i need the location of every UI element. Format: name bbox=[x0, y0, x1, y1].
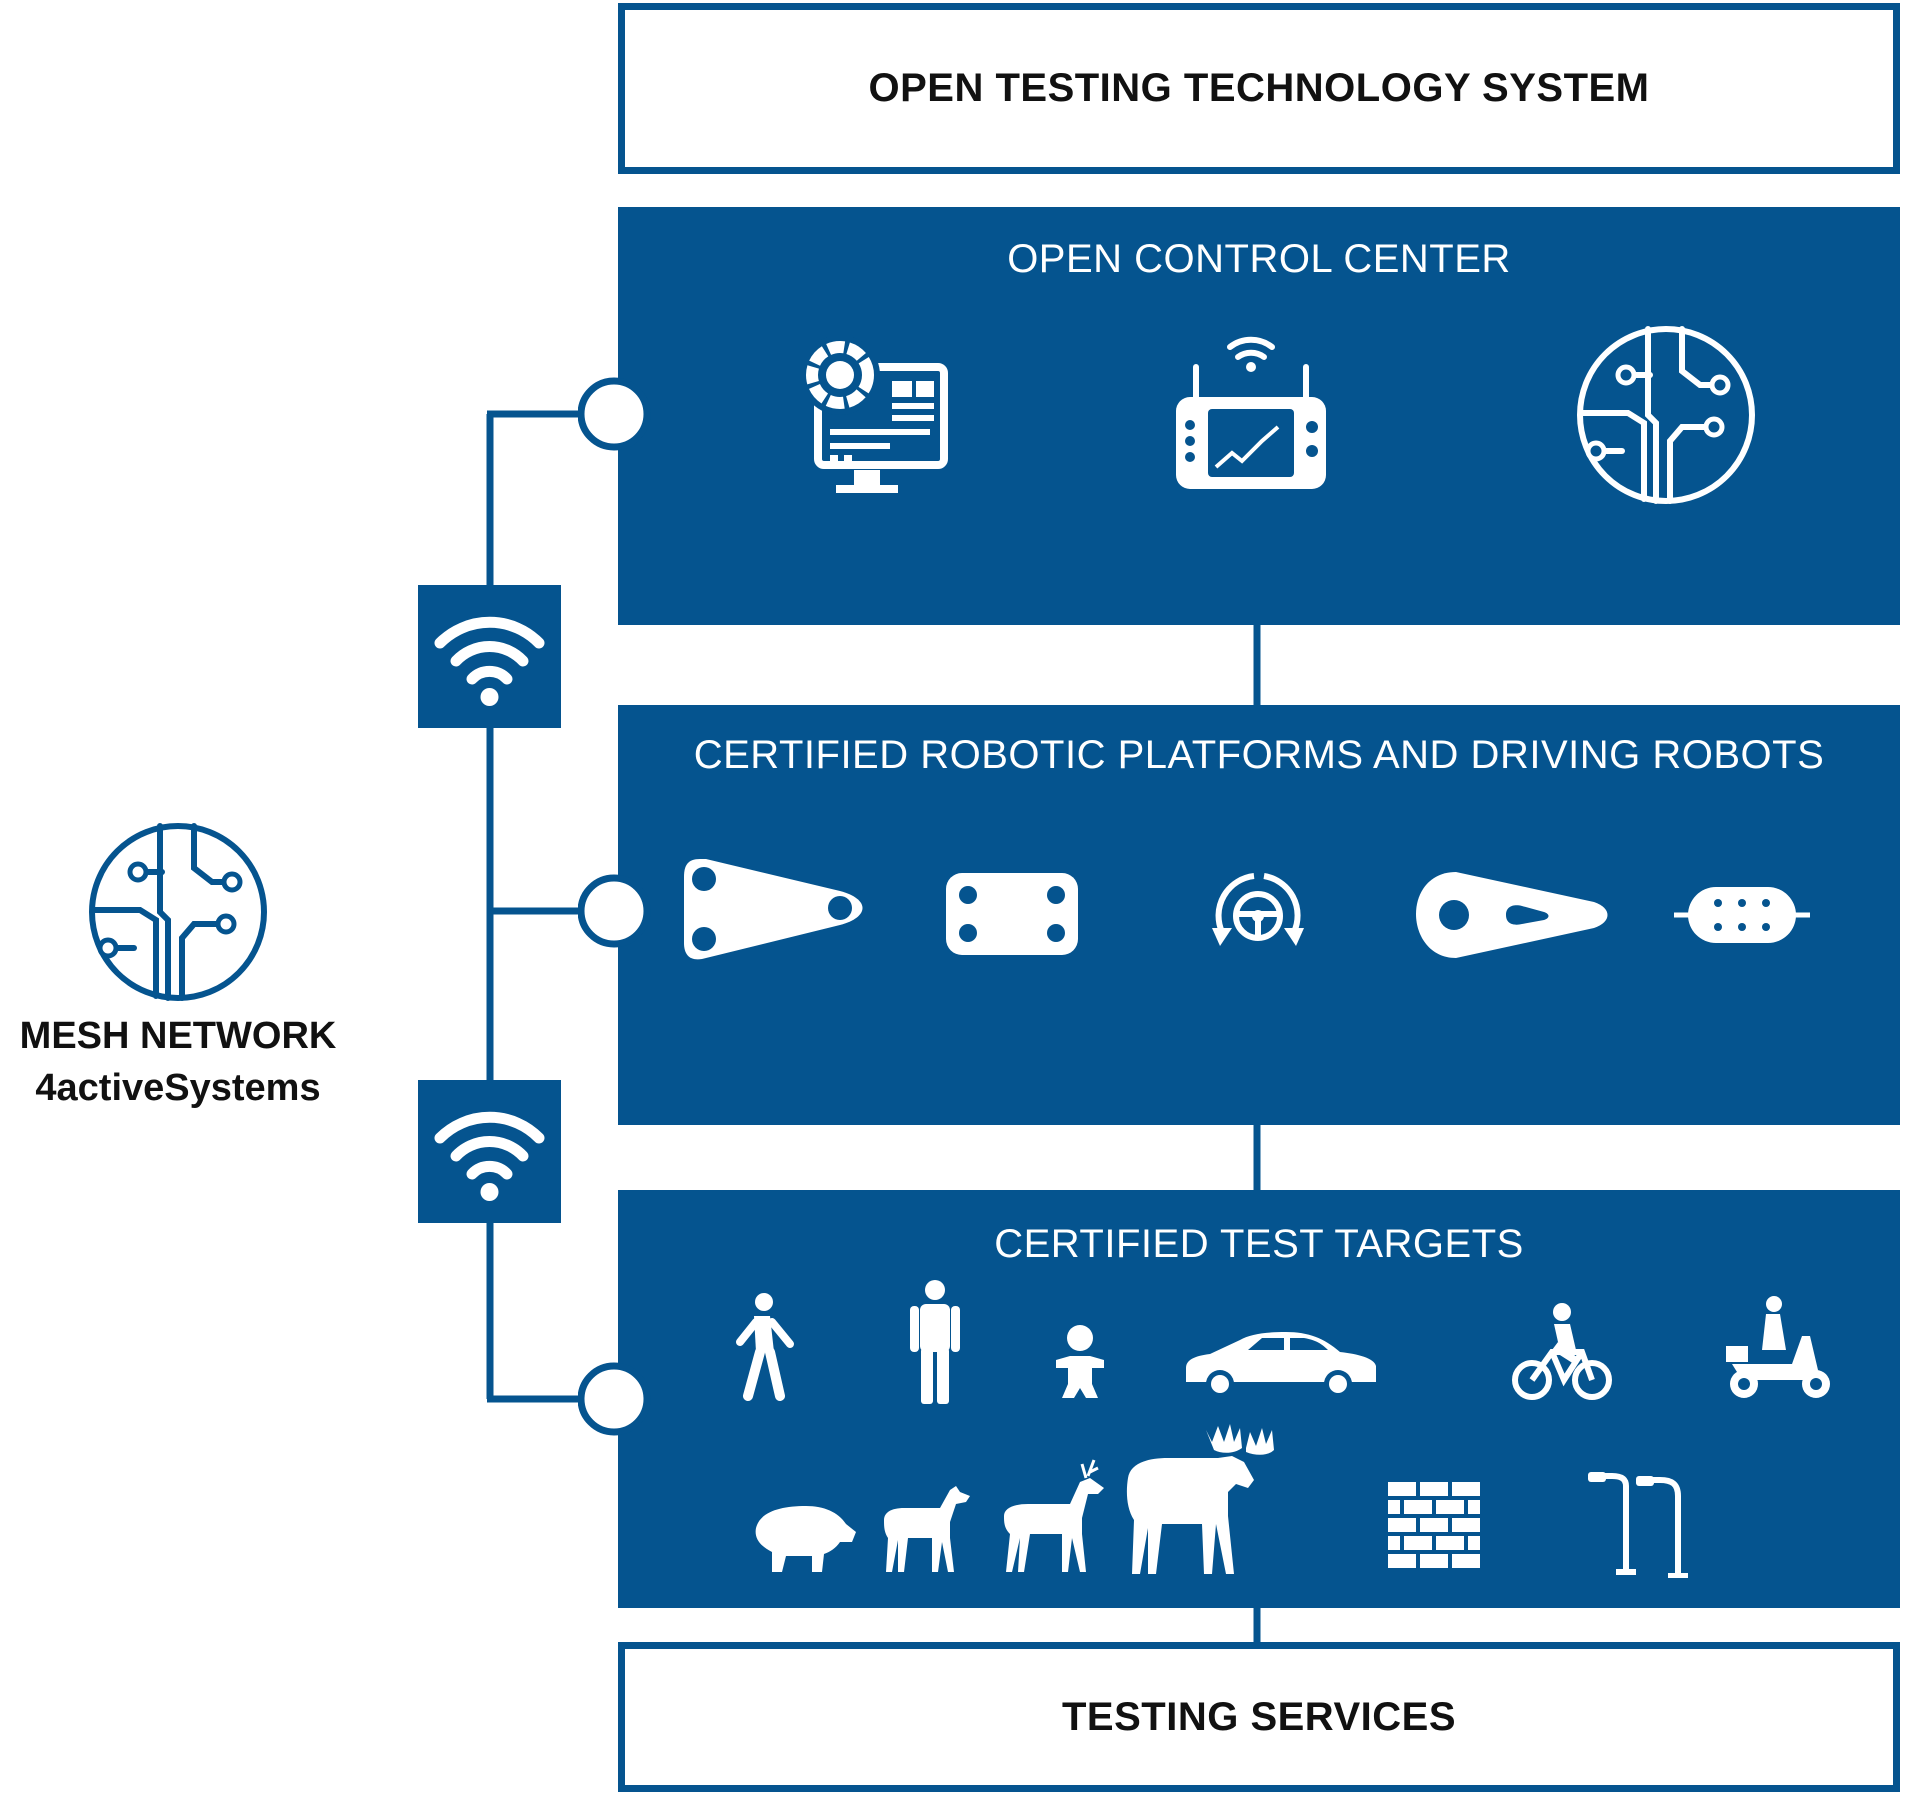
header-title: OPEN TESTING TECHNOLOGY SYSTEM bbox=[868, 66, 1650, 110]
test-targets-title: CERTIFIED TEST TARGETS bbox=[994, 1222, 1524, 1266]
child-icon bbox=[1056, 1325, 1104, 1398]
wifi-box-lower bbox=[418, 1080, 561, 1223]
boar-icon bbox=[755, 1506, 856, 1572]
car-icon bbox=[1186, 1332, 1376, 1398]
footer-box: TESTING SERVICES bbox=[618, 1642, 1900, 1792]
robotic-platforms-panel: CERTIFIED ROBOTIC PLATFORMS AND DRIVING … bbox=[618, 705, 1900, 1125]
robotic-platforms-title: CERTIFIED ROBOTIC PLATFORMS AND DRIVING … bbox=[693, 733, 1825, 777]
mesh-label: MESH NETWORK 4activeSystems bbox=[0, 1010, 358, 1114]
node-control-center bbox=[578, 377, 651, 451]
control-center-title: OPEN CONTROL CENTER bbox=[1007, 237, 1511, 281]
monitor-dashboard-icon bbox=[800, 337, 948, 493]
connector-nodes bbox=[578, 377, 651, 1436]
steering-robot-icon bbox=[1212, 873, 1304, 946]
street-lamp-icon bbox=[1588, 1472, 1688, 1578]
rectangular-platform-icon bbox=[946, 873, 1078, 955]
node-robotic-platforms bbox=[578, 874, 651, 948]
wifi-icon bbox=[434, 617, 545, 706]
circuit-icon bbox=[1577, 326, 1755, 504]
brick-wall-icon bbox=[1388, 1482, 1480, 1568]
remote-controller-icon bbox=[1176, 336, 1326, 489]
standing-adult-icon bbox=[910, 1280, 960, 1404]
capsule-platform-icon bbox=[1674, 887, 1810, 943]
walking-pedestrian-icon bbox=[736, 1293, 794, 1401]
mesh-network-title: MESH NETWORK bbox=[19, 1015, 337, 1057]
cyclist-icon bbox=[1512, 1303, 1612, 1400]
control-center-panel: OPEN CONTROL CENTER bbox=[618, 207, 1900, 625]
wifi-box-upper bbox=[418, 585, 561, 728]
elongated-platform-icon bbox=[1416, 872, 1608, 958]
mesh-circuit-icon bbox=[89, 823, 267, 1001]
wifi-icon bbox=[434, 1112, 545, 1201]
roe-deer-icon bbox=[884, 1486, 970, 1572]
moose-icon bbox=[1126, 1424, 1274, 1574]
scooter-rider-icon bbox=[1726, 1296, 1830, 1398]
deer-icon bbox=[1004, 1459, 1104, 1572]
node-test-targets bbox=[578, 1362, 651, 1436]
triangular-platform-icon bbox=[684, 859, 863, 960]
mesh-network-provider: 4activeSystems bbox=[35, 1067, 321, 1109]
test-targets-panel: CERTIFIED TEST TARGETS bbox=[618, 1190, 1900, 1608]
footer-title: TESTING SERVICES bbox=[1061, 1694, 1456, 1739]
header-box: OPEN TESTING TECHNOLOGY SYSTEM bbox=[618, 3, 1900, 174]
